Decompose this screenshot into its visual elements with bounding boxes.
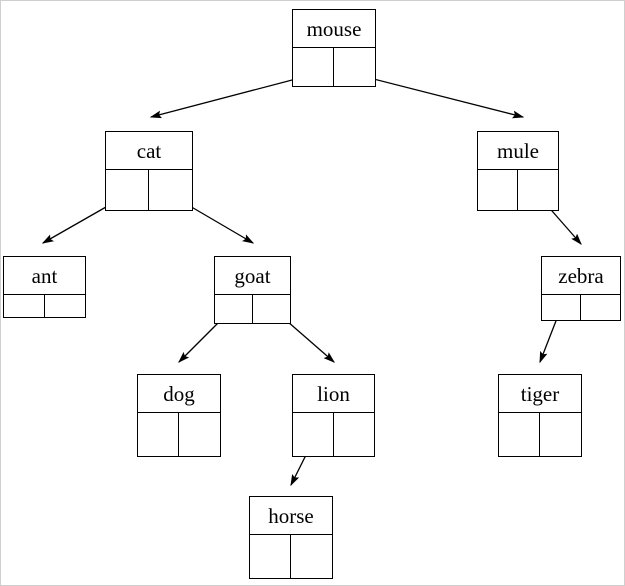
tree-node-pointer-cells bbox=[293, 413, 374, 456]
tree-node-pointer-cells bbox=[106, 170, 192, 210]
tree-node-lion[interactable]: lion bbox=[292, 374, 375, 457]
tree-node-label: goat bbox=[215, 257, 290, 295]
tree-node-label: mouse bbox=[293, 10, 375, 48]
tree-node-horse[interactable]: horse bbox=[249, 496, 333, 579]
tree-node-pointer-cells bbox=[250, 535, 332, 578]
right-child-pointer-cell[interactable] bbox=[253, 295, 291, 323]
right-child-pointer-cell[interactable] bbox=[149, 170, 192, 210]
left-child-pointer-cell[interactable] bbox=[215, 295, 253, 323]
tree-node-mule[interactable]: mule bbox=[477, 131, 559, 211]
left-child-pointer-cell[interactable] bbox=[293, 48, 334, 86]
left-child-pointer-cell[interactable] bbox=[293, 413, 334, 456]
tree-node-pointer-cells bbox=[215, 295, 290, 323]
tree-node-pointer-cells bbox=[542, 295, 620, 320]
left-child-pointer-cell[interactable] bbox=[499, 413, 540, 456]
tree-node-label: cat bbox=[106, 132, 192, 170]
right-child-pointer-cell[interactable] bbox=[334, 413, 375, 456]
right-child-pointer-cell[interactable] bbox=[540, 413, 581, 456]
tree-node-zebra[interactable]: zebra bbox=[541, 256, 621, 321]
tree-node-label: zebra bbox=[542, 257, 620, 295]
left-child-pointer-cell[interactable] bbox=[250, 535, 291, 578]
right-child-pointer-cell[interactable] bbox=[581, 295, 620, 320]
left-child-pointer-cell[interactable] bbox=[542, 295, 581, 320]
tree-node-label: mule bbox=[478, 132, 558, 170]
right-child-pointer-cell[interactable] bbox=[334, 48, 375, 86]
tree-node-cat[interactable]: cat bbox=[105, 131, 193, 211]
tree-node-label: tiger bbox=[499, 375, 581, 413]
tree-node-pointer-cells bbox=[138, 413, 220, 456]
right-child-pointer-cell[interactable] bbox=[179, 413, 220, 456]
tree-node-pointer-cells bbox=[293, 48, 375, 86]
tree-node-pointer-cells bbox=[478, 170, 558, 210]
tree-node-ant[interactable]: ant bbox=[3, 256, 86, 318]
tree-node-label: dog bbox=[138, 375, 220, 413]
tree-node-label: ant bbox=[4, 257, 85, 295]
tree-node-tiger[interactable]: tiger bbox=[498, 374, 582, 457]
tree-node-pointer-cells bbox=[499, 413, 581, 456]
tree-node-label: lion bbox=[293, 375, 374, 413]
tree-node-goat[interactable]: goat bbox=[214, 256, 291, 324]
left-child-pointer-cell[interactable] bbox=[4, 295, 45, 317]
left-child-pointer-cell[interactable] bbox=[138, 413, 179, 456]
tree-node-dog[interactable]: dog bbox=[137, 374, 221, 457]
left-child-pointer-cell[interactable] bbox=[478, 170, 518, 210]
tree-edge-mouse-to-mule bbox=[353, 73, 525, 119]
right-child-pointer-cell[interactable] bbox=[45, 295, 86, 317]
left-child-pointer-cell[interactable] bbox=[106, 170, 149, 210]
tree-edge-mouse-to-cat bbox=[149, 73, 316, 119]
right-child-pointer-cell[interactable] bbox=[518, 170, 558, 210]
right-child-pointer-cell[interactable] bbox=[291, 535, 332, 578]
tree-node-mouse[interactable]: mouse bbox=[292, 9, 376, 87]
tree-node-pointer-cells bbox=[4, 295, 85, 317]
tree-node-label: horse bbox=[250, 497, 332, 535]
